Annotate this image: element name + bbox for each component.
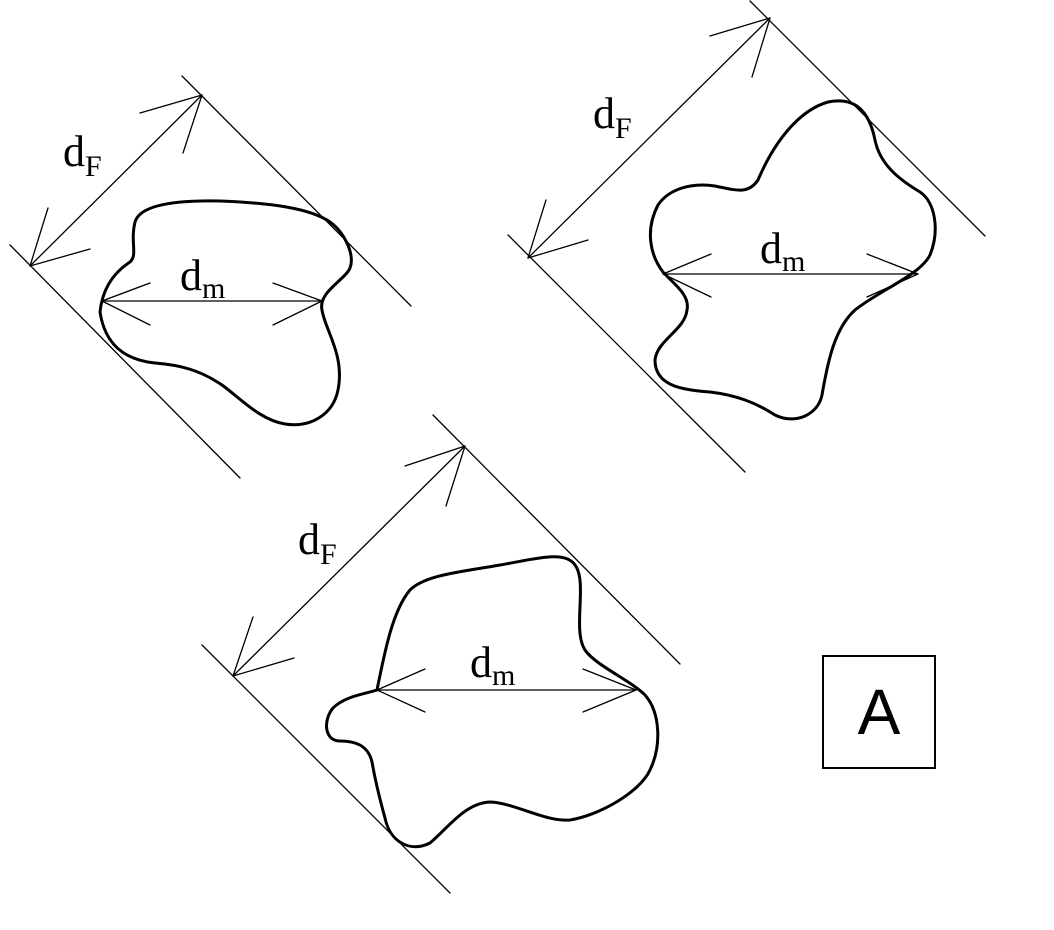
tangent-line-lower [9,244,241,479]
feret-arrowhead-top [139,94,203,154]
feret-arrowhead-bottom [527,199,589,259]
mean-arrowhead-left [662,253,712,298]
particle-3: dF dm [201,414,681,894]
feret-diameter-label: dF [63,127,102,183]
feret-arrow [232,445,466,677]
feret-arrow [29,94,203,267]
mean-diameter-label: dm [180,251,225,305]
feret-arrowhead-top [709,17,771,78]
feret-arrowhead-bottom [232,616,295,677]
tangent-line-upper [432,414,681,665]
feret-diameter-label: dF [298,515,337,571]
panel-label-box: A [822,655,936,769]
mean-diameter-label: dm [760,224,805,278]
particle-outline [648,99,937,421]
feret-diameter-label: dF [593,89,632,145]
feret-arrowhead-bottom [29,207,91,267]
feret-arrowhead-top [404,445,466,507]
mean-arrowhead-left [376,668,426,713]
mean-arrowhead-left [101,282,151,326]
feret-arrow [527,17,771,259]
particle-outline [98,199,353,427]
particle-2: dF dm [507,0,986,473]
particle-outline [325,555,660,849]
mean-arrowhead-right [582,668,637,713]
mean-arrowhead-right [866,253,919,298]
particle-1: dF dm [9,75,412,479]
tangent-line-lower [201,644,451,894]
panel-label: A [857,676,901,748]
mean-diameter-label: dm [470,638,515,692]
tangent-line-upper [181,75,412,307]
mean-arrowhead-right [272,282,323,326]
tangent-line-lower [507,234,746,473]
